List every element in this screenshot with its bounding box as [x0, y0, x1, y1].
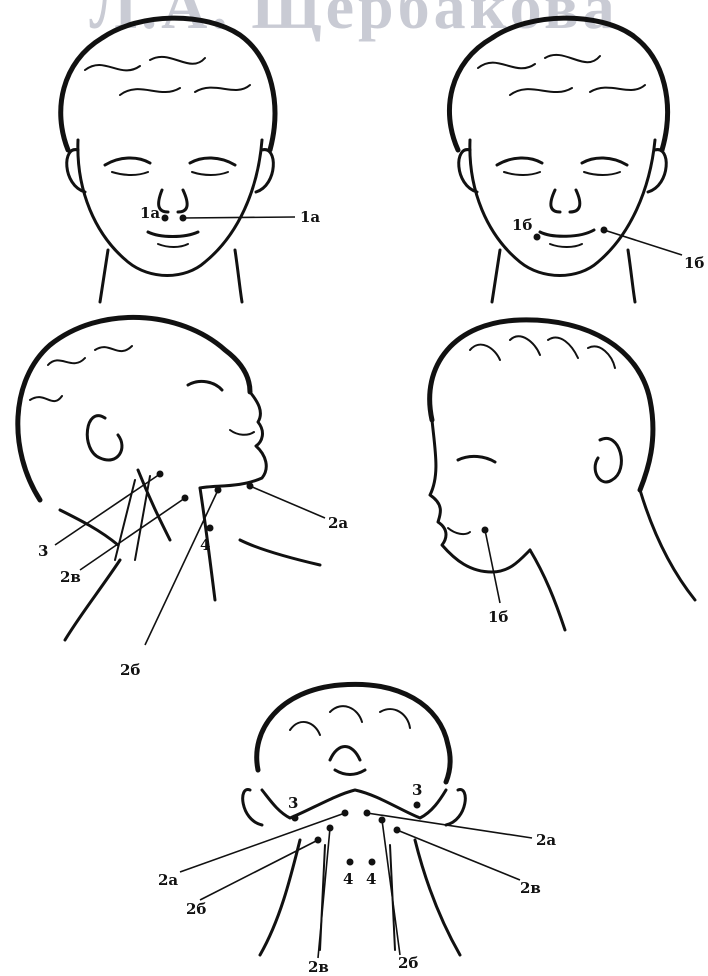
label-1a-right: 1а: [300, 208, 320, 226]
profile-head-1b: 1б: [430, 320, 695, 630]
front-face-1b: 1б 1б: [449, 18, 704, 302]
label-2v-bottom-left: 2в: [308, 958, 329, 976]
point-4-bottom-left: [347, 859, 354, 866]
point-1a-left: [162, 215, 169, 222]
label-2a-bottom-left: 2а: [158, 871, 178, 889]
label-2a-bottom-right: 2а: [536, 831, 556, 849]
label-3-left: 3: [38, 542, 48, 560]
point-4-left: [207, 525, 214, 532]
label-2v-left: 2в: [60, 568, 81, 586]
label-4-bottom-right: 4: [366, 870, 376, 888]
front-face-1a: 1а 1а: [61, 18, 321, 302]
label-2v-bottom-right: 2в: [520, 879, 541, 897]
point-4-bottom-right: [369, 859, 376, 866]
label-1a-left: 1а: [140, 204, 160, 222]
label-2b-bottom-right: 2б: [398, 954, 418, 972]
head-tilted-back: 3 3 2а 2б 2в 2а 2в 2б 4 4: [158, 684, 556, 976]
label-1b-left: 1б: [512, 216, 532, 234]
label-2a-left: 2а: [328, 514, 348, 532]
label-1b-profile: 1б: [488, 608, 508, 626]
label-4-left: 4: [200, 536, 210, 554]
label-3-bottom-left: 3: [288, 794, 298, 812]
label-2b-left: 2б: [120, 661, 140, 679]
label-2b-bottom-left: 2б: [186, 900, 206, 918]
label-1b-right: 1б: [684, 254, 704, 272]
point-3-bottom-right: [414, 802, 421, 809]
label-3-bottom-right: 3: [412, 781, 422, 799]
point-3-bottom-left: [292, 815, 299, 822]
tilted-head-neck: 3 2в 2б 2а 4: [18, 317, 349, 679]
label-4-bottom-left: 4: [343, 870, 353, 888]
point-1b-left: [534, 234, 541, 241]
